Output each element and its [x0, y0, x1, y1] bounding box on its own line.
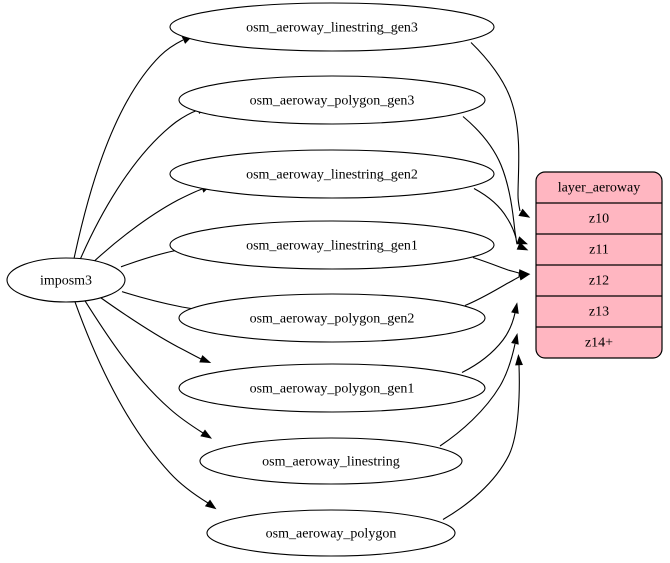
layer-aeroway-row-z12[interactable]: z12	[589, 274, 609, 289]
node-osm-aeroway-linestring-gen1[interactable]: osm_aeroway_linestring_gen1	[169, 220, 495, 270]
edge-imposm3-to-linestring	[83, 299, 213, 439]
node-polygon-gen2-label: osm_aeroway_polygon_gen2	[250, 312, 415, 327]
edge-polygon-to-z14plus	[442, 353, 523, 520]
node-imposm3[interactable]: imposm3	[6, 257, 126, 303]
layer-aeroway-row-z14plus[interactable]: z14+	[585, 336, 613, 351]
layer-aeroway-row-z10[interactable]: z10	[589, 212, 609, 227]
edge-linestring-gen3-to-z10	[470, 42, 531, 218]
node-linestring-label: osm_aeroway_linestring	[262, 455, 400, 470]
node-linestring-gen3-label: osm_aeroway_linestring_gen3	[246, 21, 418, 36]
node-polygon-gen3-label: osm_aeroway_polygon_gen3	[250, 94, 415, 109]
node-layer-aeroway-table[interactable]: layer_aeroway z10 z11 z12 z13 z14+	[535, 171, 663, 359]
node-polygon-label: osm_aeroway_polygon	[266, 527, 397, 542]
layer-aeroway-header-label: layer_aeroway	[558, 181, 640, 196]
edge-linestring-to-z13	[439, 333, 519, 447]
node-osm-aeroway-polygon[interactable]: osm_aeroway_polygon	[206, 509, 456, 557]
node-polygon-gen3-shape[interactable]	[178, 75, 486, 125]
node-osm-aeroway-linestring[interactable]: osm_aeroway_linestring	[199, 437, 463, 485]
node-polygon-gen2-shape[interactable]	[178, 293, 486, 343]
layer-aeroway-row-z13[interactable]: z13	[589, 305, 609, 320]
node-linestring-gen2-label: osm_aeroway_linestring_gen2	[246, 168, 418, 183]
node-osm-aeroway-polygon-gen1[interactable]: osm_aeroway_polygon_gen1	[178, 363, 486, 413]
edge-imposm3-to-polygon	[74, 301, 217, 510]
edge-polygon-gen2-to-z12	[464, 273, 531, 307]
edge-group-nodes-to-table	[439, 42, 531, 520]
node-polygon-shape[interactable]	[206, 509, 456, 557]
node-osm-aeroway-polygon-gen2[interactable]: osm_aeroway_polygon_gen2	[178, 293, 486, 343]
layer-aeroway-row-z11[interactable]: z11	[589, 243, 609, 258]
node-polygon-gen1-shape[interactable]	[178, 363, 486, 413]
edge-linestring-gen2-to-z11	[473, 188, 528, 245]
node-linestring-gen1-label: osm_aeroway_linestring_gen1	[246, 239, 418, 254]
node-linestring-gen3-shape[interactable]	[169, 2, 495, 52]
edge-imposm3-to-linestring-gen3	[73, 35, 194, 259]
node-polygon-gen1-label: osm_aeroway_polygon_gen1	[250, 382, 415, 397]
node-osm-aeroway-linestring-gen3[interactable]: osm_aeroway_linestring_gen3	[169, 2, 495, 52]
node-linestring-gen1-shape[interactable]	[169, 220, 495, 270]
node-imposm3-label: imposm3	[40, 274, 92, 289]
node-imposm3-shape[interactable]	[6, 257, 126, 303]
edge-polygon-gen1-to-z13	[461, 302, 519, 373]
node-linestring-shape[interactable]	[199, 437, 463, 485]
edge-imposm3-to-polygon-gen1	[98, 296, 212, 363]
node-osm-aeroway-linestring-gen2[interactable]: osm_aeroway_linestring_gen2	[169, 149, 495, 199]
node-osm-aeroway-polygon-gen3[interactable]: osm_aeroway_polygon_gen3	[178, 75, 486, 125]
node-linestring-gen2-shape[interactable]	[169, 149, 495, 199]
